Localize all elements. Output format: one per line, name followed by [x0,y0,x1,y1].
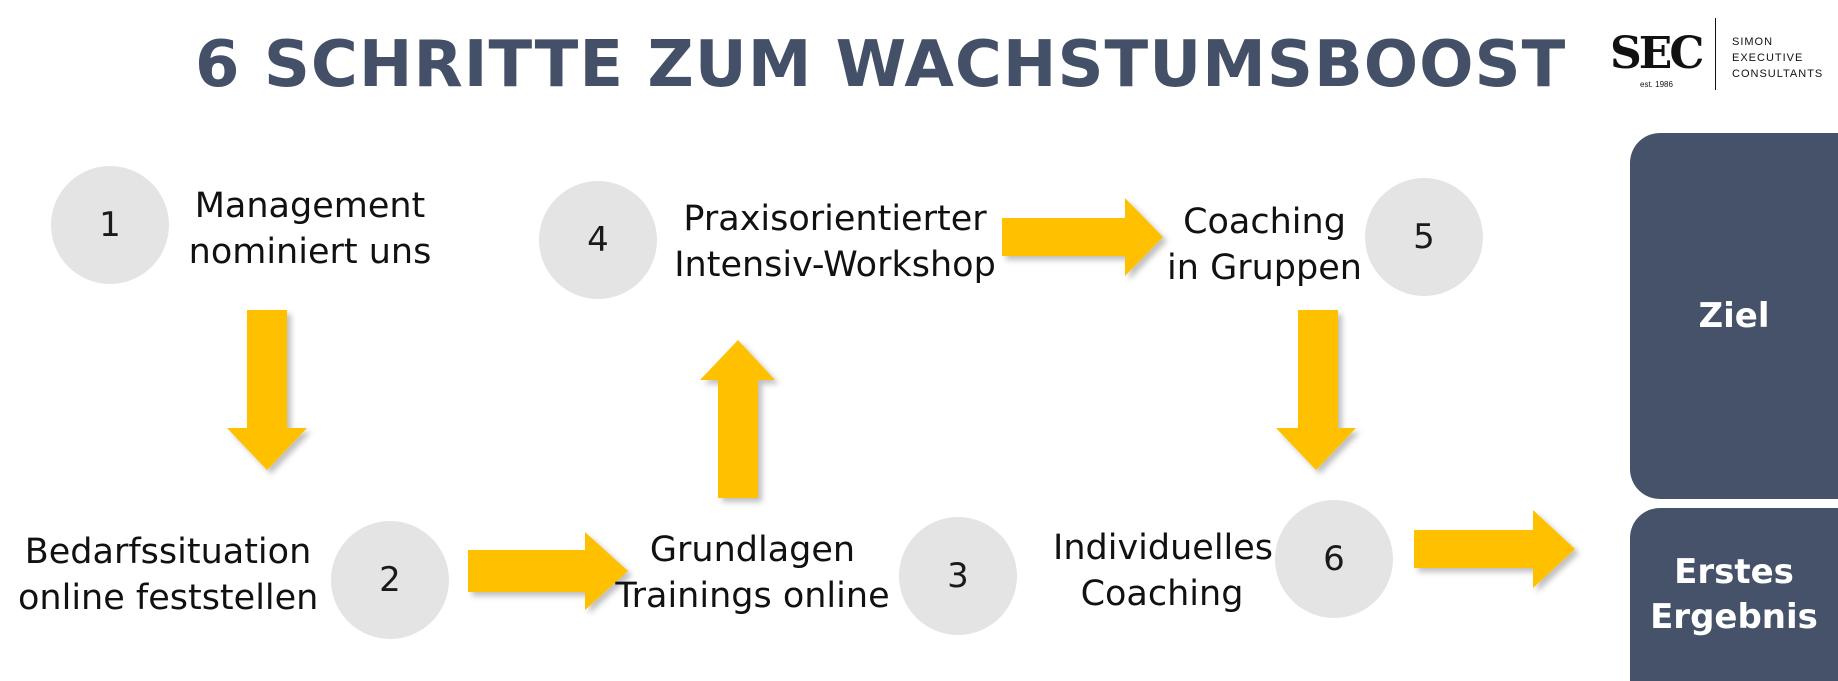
step-label: Individuelles Coaching [1053,525,1274,617]
logo-established: est. 1986 [1640,80,1673,89]
arrow-right-icon [468,532,628,610]
logo-company-name: SIMON EXECUTIVE CONSULTANTS [1732,34,1823,82]
goal-panel: Ziel [1630,133,1838,499]
step-label: Bedarfssituation online feststellen [18,529,318,621]
step-number-circle: 5 [1365,178,1483,296]
page-title: 6 SCHRITTE ZUM WACHSTUMSBOOST [195,28,1567,102]
step-label: Management nominiert uns [170,183,450,275]
arrow-right-icon [1002,198,1163,276]
step-label-line: Bedarfssituation [24,532,312,572]
step-label-line: Intensiv-Workshop [674,245,996,285]
result-panel: Erstes Ergebnis [1630,508,1838,681]
step-label: Praxisorientierter Intensiv-Workshop [665,196,1005,288]
step-label-line: online feststellen [18,578,319,618]
step-label-line: Trainings online [615,576,890,616]
logo-mark: SEC [1610,28,1704,79]
arrow-right-icon [1414,510,1575,588]
logo-line: CONSULTANTS [1732,68,1824,80]
step-number-circle: 1 [51,166,169,284]
step-label-line: Management [194,186,426,226]
goal-label: Ziel [1698,295,1770,336]
step-label-line: nominiert uns [188,232,432,272]
step-number-circle: 3 [899,517,1017,635]
company-logo: SEC est. 1986 SIMON EXECUTIVE CONSULTANT… [1610,18,1823,93]
logo-line: EXECUTIVE [1732,52,1804,64]
step-label-line: Praxisorientierter [683,199,987,239]
logo-divider [1715,18,1716,90]
step-number-circle: 2 [331,521,449,639]
arrow-down-icon [227,310,307,470]
logo-line: SIMON [1732,36,1774,48]
arrow-down-icon [1276,310,1356,470]
result-label-line: Ergebnis [1650,596,1818,637]
step-label: Coaching in Gruppen [1162,199,1367,291]
step-label: Grundlagen Trainings online [615,527,890,619]
step-number-circle: 6 [1275,500,1393,618]
step-label-line: Individuelles [1053,528,1274,568]
step-label-line: Coaching [1080,574,1244,614]
arrow-up-icon [700,340,775,498]
step-label-line: in Gruppen [1167,248,1362,288]
step-label-line: Coaching [1183,202,1346,242]
step-number-circle: 4 [539,181,657,299]
step-label-line: Grundlagen [649,530,856,570]
result-label-line: Erstes [1674,551,1794,592]
